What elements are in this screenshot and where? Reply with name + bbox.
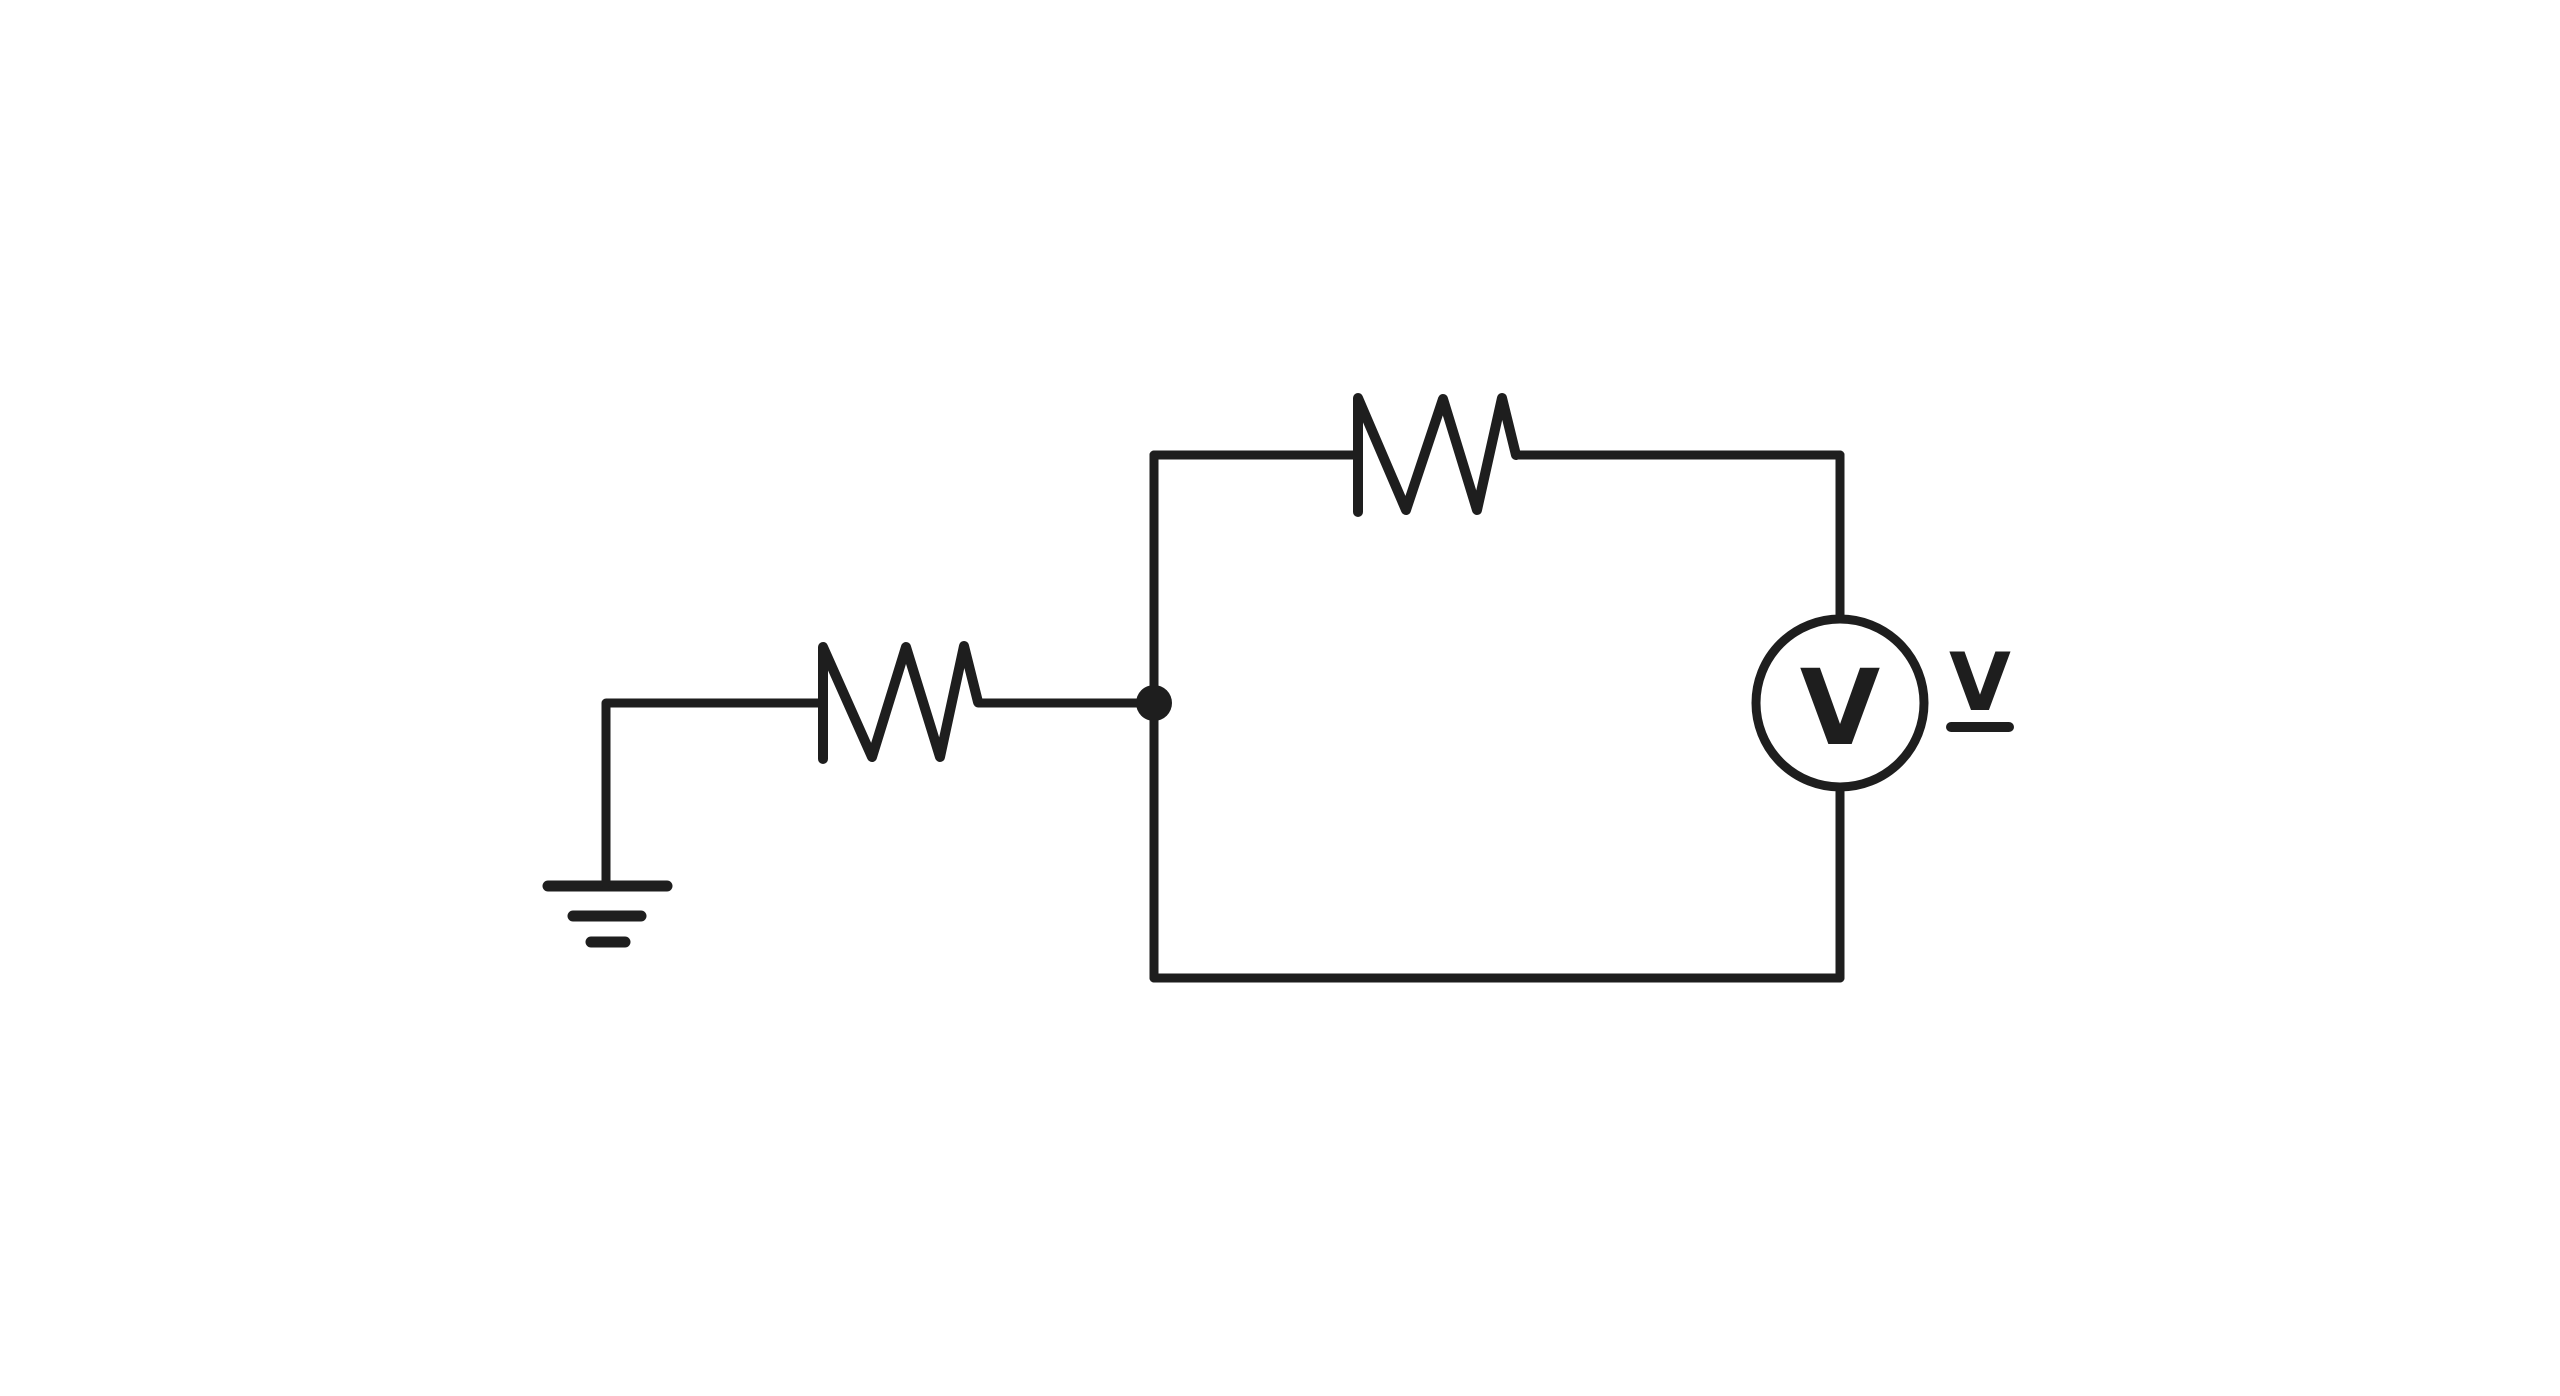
series-resistor-zigzag (818, 641, 983, 764)
output-label-text: V (1949, 636, 2011, 729)
loop-wires (1149, 450, 1845, 983)
feedback-resistor-zigzag (1353, 393, 1521, 517)
output-terminal-label: V (1946, 636, 2014, 732)
junction-node-dot (1136, 685, 1172, 721)
series-resistor (818, 641, 983, 764)
ground-symbol (542, 880, 673, 948)
voltmeter-label: V (1800, 647, 1881, 769)
voltmeter: V (1751, 614, 1929, 792)
input-wire (601, 698, 828, 889)
voltmeter-circle (1751, 614, 1929, 792)
feedback-resistor (1353, 393, 1521, 517)
